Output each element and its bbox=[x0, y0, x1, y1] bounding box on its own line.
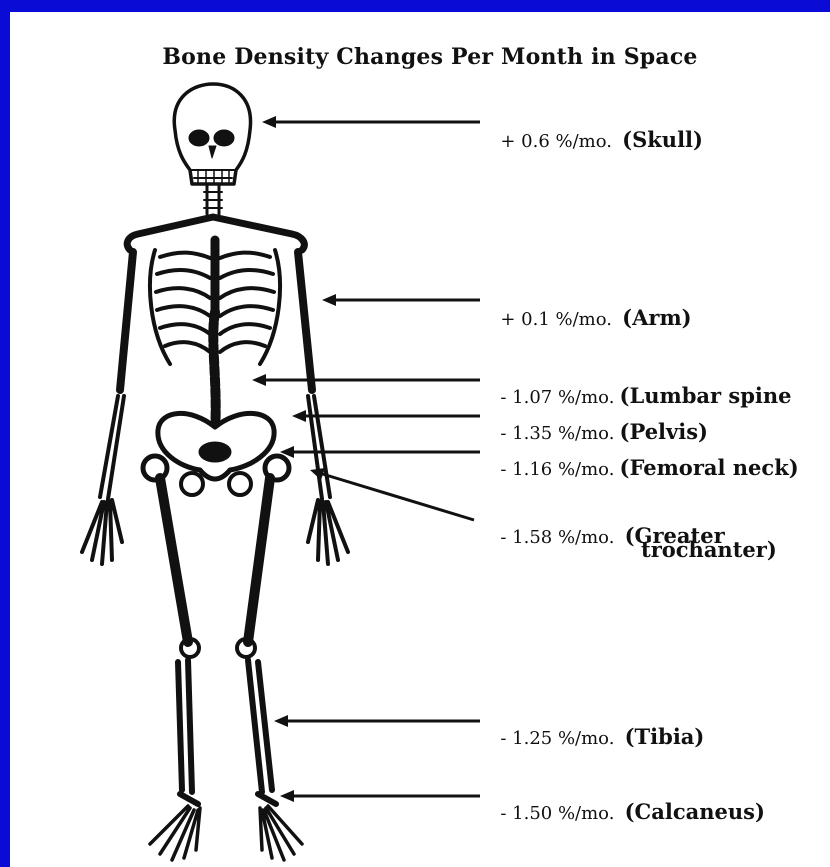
annotation-site: (Calcaneus) bbox=[625, 799, 765, 824]
annotation-value: - 1.16 %/mo. bbox=[500, 459, 614, 480]
annotation-femoral-neck: - 1.16 %/mo. (Femoral neck) bbox=[480, 441, 799, 495]
annotation-value: - 1.50 %/mo. bbox=[500, 803, 614, 824]
annotation-site-line2: trochanter) bbox=[641, 539, 777, 560]
annotation-value: - 1.58 %/mo. bbox=[500, 527, 614, 548]
annotation-arm: + 0.1 %/mo. (Arm) bbox=[480, 291, 692, 345]
annotation-site: (Femoral neck) bbox=[620, 455, 799, 480]
annotation-site: (Skull) bbox=[622, 127, 703, 152]
annotation-calcaneus: - 1.50 %/mo. (Calcaneus) bbox=[480, 785, 765, 839]
annotation-value: + 0.6 %/mo. bbox=[500, 131, 612, 152]
annotation-skull: + 0.6 %/mo. (Skull) bbox=[480, 113, 703, 167]
annotation-site: (Tibia) bbox=[625, 724, 705, 749]
annotation-tibia: - 1.25 %/mo. (Tibia) bbox=[480, 710, 704, 764]
slide-canvas: Bone Density Changes Per Month in Space bbox=[10, 12, 830, 867]
annotation-site: (Arm) bbox=[622, 305, 691, 330]
annotation-value: - 1.25 %/mo. bbox=[500, 728, 614, 749]
pointer-line-greater-trochanter bbox=[316, 472, 474, 520]
annotation-value: + 0.1 %/mo. bbox=[500, 309, 612, 330]
